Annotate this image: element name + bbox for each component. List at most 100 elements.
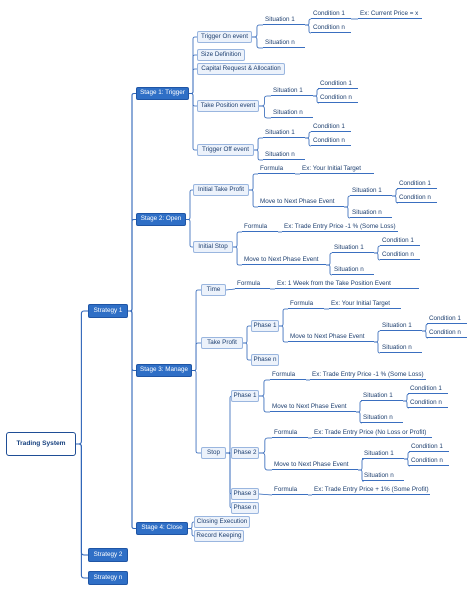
- node-condition-n-e-cn: Condition n: [380, 249, 420, 260]
- node-formula-e-f: Formula: [242, 221, 278, 232]
- connector-m-tp-to-g-pn: [243, 342, 251, 361]
- node-condition-1-j-c1: Condition 1: [409, 441, 449, 452]
- node-formula-d-f: Formula: [258, 163, 295, 174]
- node-situation-n-b-sn: Situation n: [271, 107, 313, 118]
- connector-c-s1-to-c-cn: [305, 137, 312, 147]
- node-stop-m-stop: Stop: [201, 447, 226, 459]
- node-ex-trade-entry-price-1-some-loss-i-ex: Ex: Trade Entry Price -1 % (Some Loss): [310, 369, 426, 380]
- node-situation-n-d-sn: Situation n: [350, 207, 392, 218]
- connector-m-time-to-f-f: [225, 288, 236, 291]
- node-formula-k-f: Formula: [272, 484, 308, 495]
- connector-st4-to-z-rk: [188, 528, 195, 537]
- node-phase-1-g-p1: Phase 1: [251, 320, 279, 332]
- node-formula-f-f: Formula: [235, 278, 270, 289]
- node-trading-system-root: Trading System: [6, 432, 76, 456]
- connector-st1-to-t-off: [189, 93, 197, 151]
- connector-o-itp-to-d-mv: [249, 189, 258, 208]
- node-strategy-n-sn: Strategy n: [88, 571, 128, 585]
- connector-g-p1-to-g-mv: [279, 325, 288, 343]
- node-take-profit-m-tp: Take Profit: [201, 337, 243, 349]
- node-phase-3-h-p3: Phase 3: [231, 488, 259, 500]
- node-capital-request-allocation-t-cap: Capital Request & Allocation: [197, 63, 285, 75]
- node-take-position-event-t-take: Take Position event: [197, 100, 259, 112]
- node-condition-n-i-cn: Condition n: [408, 397, 448, 408]
- connector-h-p3-to-k-f: [258, 493, 273, 496]
- node-condition-1-d-c1: Condition 1: [397, 178, 437, 189]
- node-situation-1-j-s1: Situation 1: [362, 448, 404, 459]
- node-ex-your-initial-target-d-ex: Ex: Your Initial Target: [300, 163, 374, 174]
- connector-e-s1-to-e-cn: [374, 252, 381, 261]
- node-formula-j-f: Formula: [272, 427, 308, 438]
- node-stage-1-trigger-st1: Stage 1: Trigger: [136, 87, 189, 100]
- node-move-to-next-phase-event-g-mv: Move to Next Phase Event: [288, 331, 374, 342]
- node-situation-1-a-s1: Situation 1: [263, 14, 305, 25]
- node-move-to-next-phase-event-i-mv: Move to Next Phase Event: [270, 401, 356, 412]
- node-situation-n-g-sn: Situation n: [380, 342, 422, 353]
- node-formula-g-f: Formula: [288, 298, 324, 309]
- node-condition-n-b-cn: Condition n: [318, 92, 358, 103]
- node-trigger-off-event-t-off: Trigger Off event: [197, 144, 254, 156]
- connector-h-p2-to-j-mv: [259, 452, 272, 471]
- connector-a-s1-to-a-cn: [305, 24, 312, 34]
- node-initial-take-profit-o-itp: Initial Take Profit: [193, 184, 249, 196]
- node-situation-1-c-s1: Situation 1: [263, 127, 305, 138]
- node-phase-n-h-pn: Phase n: [231, 502, 259, 514]
- node-ex-trade-entry-price-1-some-loss-e-ex: Ex: Trade Entry Price -1 % (Some Loss): [282, 221, 398, 232]
- connector-t-take-to-b-sn: [259, 105, 271, 119]
- node-move-to-next-phase-event-j-mv: Move to Next Phase Event: [272, 459, 358, 470]
- node-move-to-next-phase-event-e-mv: Move to Next Phase Event: [242, 254, 326, 265]
- node-situation-1-b-s1: Situation 1: [271, 85, 313, 96]
- connector-o-is-to-e-mv: [233, 246, 242, 266]
- connector-t-off-to-c-sn: [254, 149, 263, 161]
- node-situation-n-a-sn: Situation n: [263, 37, 305, 48]
- node-condition-1-e-c1: Condition 1: [380, 235, 420, 246]
- node-situation-1-d-s1: Situation 1: [350, 185, 392, 196]
- node-phase-n-g-pn: Phase n: [251, 354, 279, 366]
- node-condition-n-c-cn: Condition n: [311, 135, 351, 146]
- node-stage-4-close-st4: Stage 4: Close: [136, 522, 188, 535]
- node-ex-trade-entry-price-1-some-profit-k-ex: Ex: Trade Entry Price + 1% (Some Profit): [312, 484, 430, 495]
- node-closing-execution-z-ce: Closing Execution: [194, 516, 250, 528]
- node-condition-n-a-cn: Condition n: [311, 22, 351, 33]
- node-trigger-on-event-t-on: Trigger On event: [197, 31, 252, 43]
- node-situation-n-c-sn: Situation n: [263, 149, 305, 160]
- node-situation-1-e-s1: Situation 1: [332, 242, 374, 253]
- connector-g-mv-to-g-sn: [374, 341, 381, 354]
- node-situation-n-e-sn: Situation n: [332, 264, 374, 275]
- node-phase-1-h-p1: Phase 1: [231, 390, 259, 402]
- connector-d-mv-to-d-sn: [344, 206, 351, 219]
- node-formula-i-f: Formula: [270, 369, 306, 380]
- node-size-definition-t-size: Size Definition: [197, 49, 245, 61]
- node-phase-2-h-p2: Phase 2: [231, 447, 259, 459]
- node-condition-1-g-c1: Condition 1: [427, 313, 467, 324]
- connector-e-mv-to-e-sn: [326, 264, 333, 276]
- node-initial-stop-o-is: Initial Stop: [193, 241, 233, 253]
- node-condition-1-c-c1: Condition 1: [311, 121, 351, 132]
- node-condition-1-i-c1: Condition 1: [408, 383, 448, 394]
- connector-root-to-sn: [76, 443, 88, 579]
- node-condition-n-g-cn: Condition n: [427, 327, 467, 338]
- node-record-keeping-z-rk: Record Keeping: [194, 530, 244, 542]
- node-stage-3-manage-st3: Stage 3: Manage: [136, 364, 192, 377]
- node-situation-n-j-sn: Situation n: [362, 470, 404, 481]
- connector-t-on-to-a-sn: [252, 36, 263, 49]
- connector-h-p1-to-i-mv: [259, 395, 270, 413]
- node-ex-trade-entry-price-no-loss-or-profit-j-ex: Ex: Trade Entry Price (No Loss or Profit…: [312, 427, 432, 438]
- node-ex-current-price-x-a-ex: Ex: Current Price = x: [358, 8, 422, 19]
- connector-s1-to-st4: [128, 310, 136, 530]
- connector-st2-to-o-is: [186, 219, 193, 248]
- node-time-m-time: Time: [201, 284, 226, 296]
- node-situation-n-i-sn: Situation n: [361, 412, 403, 423]
- connector-st3-to-m-stop: [192, 370, 201, 454]
- node-ex-1-week-from-the-take-position-event-f-ex: Ex: 1 Week from the Take Position Event: [275, 278, 419, 289]
- node-condition-n-d-cn: Condition n: [397, 192, 437, 203]
- node-strategy-1-s1: Strategy 1: [88, 304, 128, 318]
- node-condition-1-b-c1: Condition 1: [318, 78, 358, 89]
- node-condition-1-a-c1: Condition 1: [311, 8, 351, 19]
- node-ex-your-initial-target-g-ex: Ex: Your Initial Target: [329, 298, 401, 309]
- node-situation-1-i-s1: Situation 1: [361, 390, 403, 401]
- node-strategy-2-s2: Strategy 2: [88, 548, 128, 562]
- node-move-to-next-phase-event-d-mv: Move to Next Phase Event: [258, 196, 344, 207]
